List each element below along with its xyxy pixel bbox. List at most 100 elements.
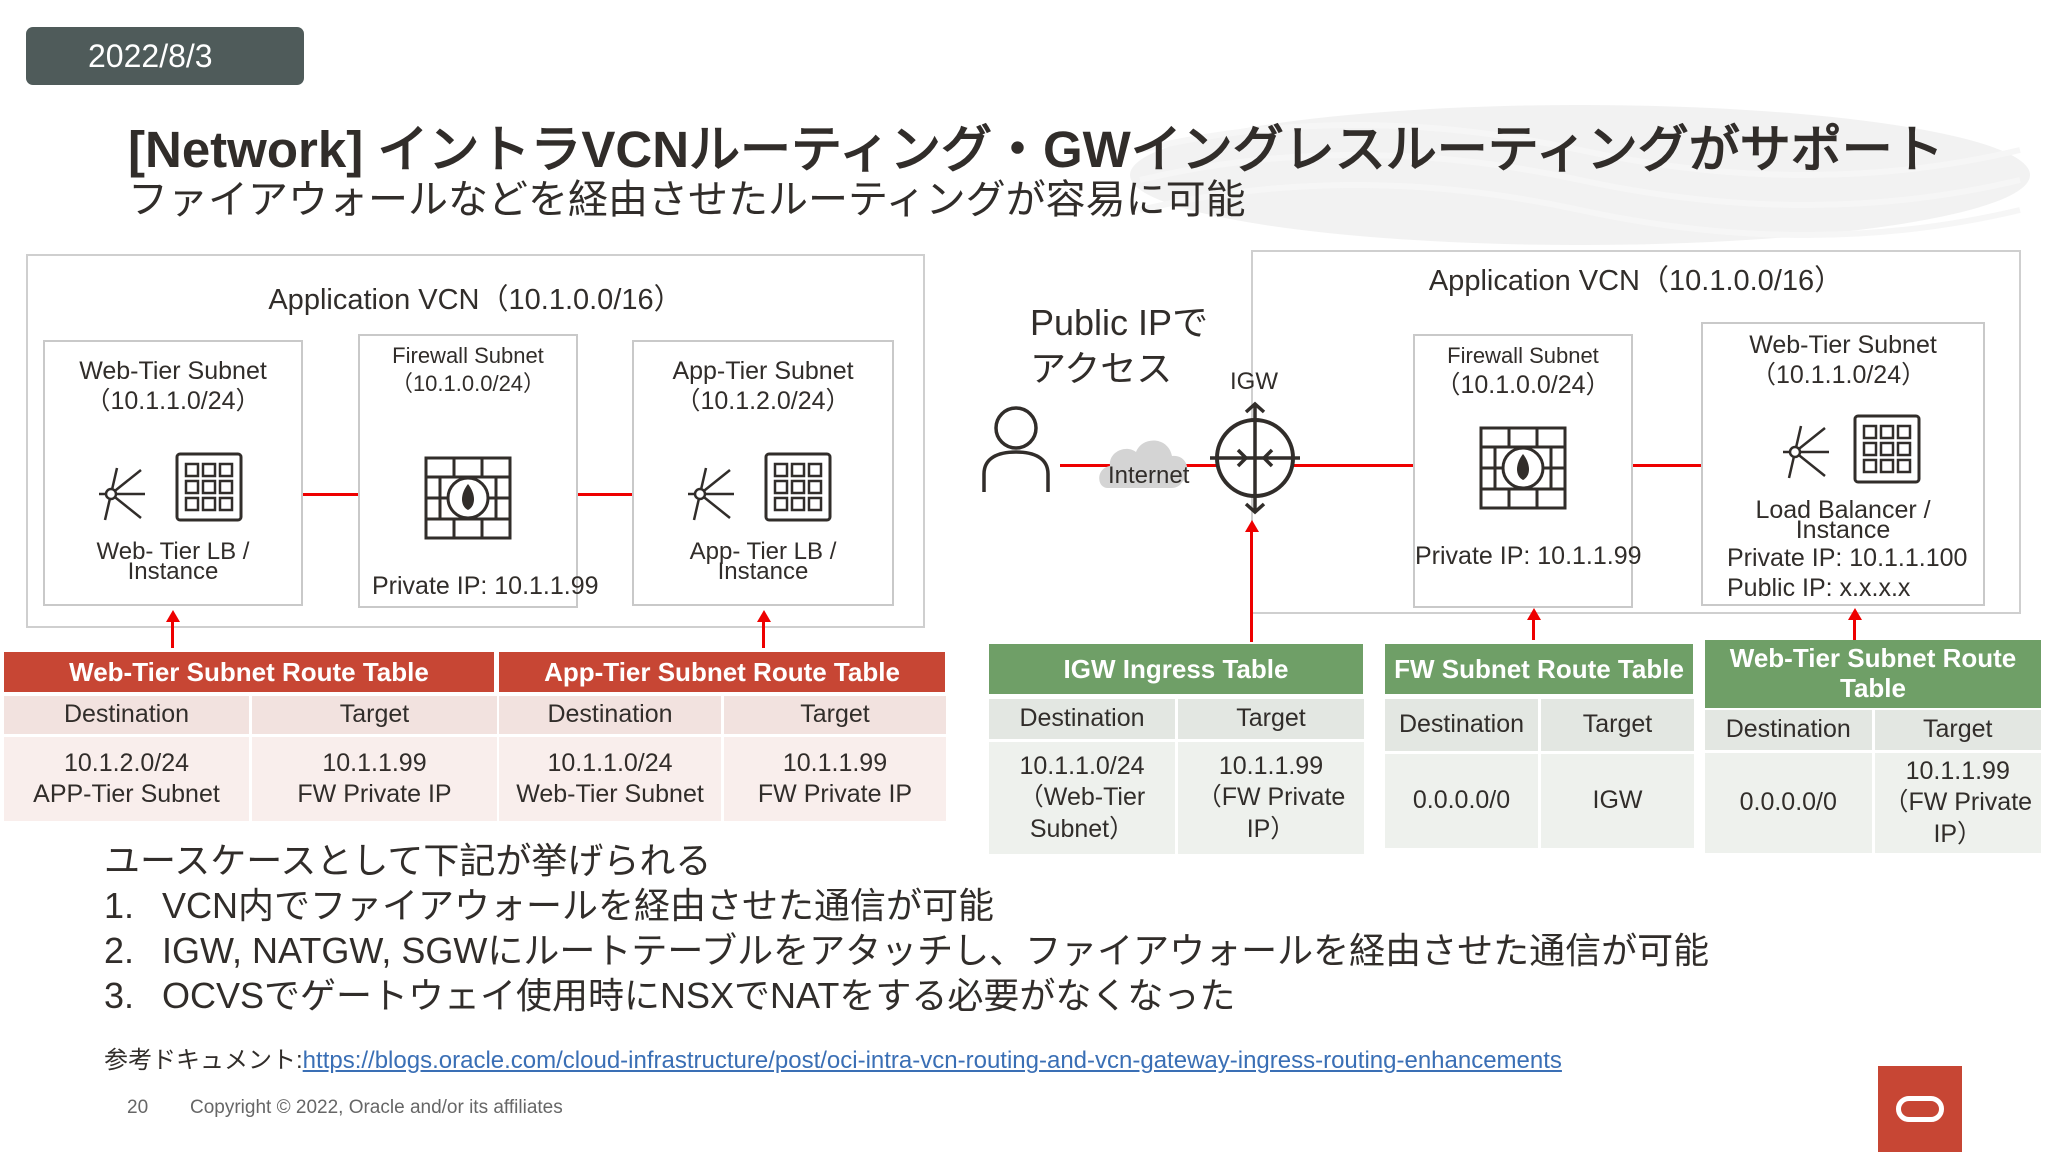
web-right-route-arrow-line	[1853, 618, 1856, 640]
web-right-route-table: Destination Target 0.0.0.0/0 10.1.1.99（F…	[1702, 707, 2044, 856]
page-number: 20	[127, 1097, 149, 1118]
subnet-resource-label-2: Instance	[717, 558, 809, 585]
subnet-resource-label: Load Balancer /	[1755, 496, 1931, 524]
fw-route-arrow-head	[1527, 608, 1541, 620]
list-item-text: VCN内でファイアウォールを経由させた通信が可能	[162, 885, 995, 926]
load-balancer-icon	[1783, 425, 1829, 479]
web-right-route-arrow-head	[1848, 608, 1862, 620]
usecases-intro: ユースケースとして下記が挙げられる	[104, 840, 712, 881]
subnet-resource-label-2: Instance	[1795, 516, 1891, 544]
col-header-target: Target	[1874, 710, 2041, 750]
subnet-cidr: （10.1.1.0/24）	[1751, 361, 1927, 389]
usecases-list: ユースケースとして下記が挙げられる 1. VCN内でファイアウォールを経由させた通…	[104, 838, 1709, 1018]
subnet-title: Web-Tier Subnet	[1749, 331, 1937, 359]
fw-route-table: Destination Target 0.0.0.0/0 IGW	[1382, 696, 1697, 851]
list-item: 1. VCN内でファイアウォールを経由させた通信が可能	[104, 883, 1709, 928]
decorative-pattern	[1130, 105, 2030, 245]
subnet-cidr: （10.1.0.0/24）	[390, 371, 546, 396]
list-item: 3.OCVSでゲートウェイ使用時にNSXでNATをする必要がなくなった	[104, 973, 1709, 1018]
reference-label: 参考ドキュメント:	[104, 1047, 303, 1074]
cell-target: 10.1.1.99 FW Private IP	[724, 737, 946, 821]
fw-route-table-title: FW Subnet Route Table	[1385, 644, 1693, 694]
cell-line: 10.1.1.0/24	[1019, 752, 1145, 781]
list-item-text: OCVSでゲートウェイ使用時にNSXでNATをする必要がなくなった	[162, 975, 1236, 1016]
cell-line: （Web-Tier	[1018, 783, 1146, 812]
subnet-title: Firewall Subnet	[392, 343, 544, 368]
copyright: Copyright © 2022, Oracle and/or its affi…	[190, 1097, 563, 1118]
cell-destination: 0.0.0.0/0	[1705, 753, 1872, 853]
firewall-icon	[424, 456, 512, 540]
page-subtitle: ファイアウォールなどを経由させたルーティングが容易に可能	[128, 178, 1246, 222]
public-ip-access-text: Public IPで アクセス	[1030, 300, 1208, 392]
col-header-destination: Destination	[4, 696, 249, 734]
col-header-target: Target	[1541, 699, 1694, 751]
server-icon	[1853, 414, 1921, 484]
subnet-cidr: （10.1.2.0/24）	[675, 387, 851, 415]
load-balancer-icon	[99, 467, 145, 521]
cell-target: 10.1.1.99 FW Private IP	[252, 737, 497, 821]
firewall-icon	[1479, 426, 1567, 510]
app-route-table-title: App-Tier Subnet Route Table	[499, 652, 945, 692]
col-header-destination: Destination	[989, 699, 1175, 739]
public-ip-access-line1: Public IPで	[1030, 302, 1209, 343]
app-route-arrow-line	[762, 620, 765, 648]
col-header-destination: Destination	[1705, 710, 1872, 750]
cell-line: IP）	[1933, 819, 1983, 848]
web-right-route-table-title-line1: Web-Tier Subnet Route	[1729, 643, 2017, 673]
load-balancer-icon	[688, 467, 734, 521]
cell-line: Subnet）	[1029, 814, 1135, 843]
right-web-subnet: Web-Tier Subnet （10.1.1.0/24） Load Balan…	[1701, 322, 1985, 606]
list-item-number: 1.	[104, 885, 135, 926]
left-app-subnet: App-Tier Subnet （10.1.2.0/24） App- Tier …	[632, 340, 894, 606]
subnet-title: Firewall Subnet	[1447, 343, 1599, 368]
left-fw-subnet: Firewall Subnet （10.1.0.0/24） Private IP…	[358, 334, 599, 608]
oracle-logo-icon	[1878, 1066, 1962, 1152]
private-ip-label: Private IP: 10.1.1.100	[1727, 544, 1968, 572]
cloud-icon	[1099, 440, 1188, 488]
public-ip-access-line2: アクセス	[1030, 348, 1173, 389]
internet-gateway-icon	[1210, 401, 1300, 515]
igw-ingress-arrow-head	[1245, 520, 1259, 532]
list-item-text: IGW, NATGW, SGWにルートテーブルをアタッチし、ファイアウォールを経…	[162, 930, 1710, 971]
right-vcn-title: Application VCN（10.1.0.0/16）	[1428, 265, 1844, 297]
private-ip-label: Private IP: 10.1.1.99	[1415, 542, 1642, 570]
table-row: 0.0.0.0/0 IGW	[1385, 754, 1694, 848]
igw-label: IGW	[1230, 368, 1278, 395]
subnet-cidr: （10.1.1.0/24）	[85, 387, 261, 415]
subnet-title: App-Tier Subnet	[672, 357, 854, 385]
fw-route-arrow-line	[1532, 618, 1535, 640]
col-header-target: Target	[252, 696, 497, 734]
cell-line: FW Private IP	[757, 780, 913, 808]
subnet-resource-label-2: Instance	[127, 558, 219, 585]
igw-ingress-table-title: IGW Ingress Table	[989, 644, 1363, 694]
server-icon	[764, 452, 832, 522]
col-header-destination: Destination	[499, 696, 721, 734]
reference-link[interactable]: https://blogs.oracle.com/cloud-infrastru…	[302, 1047, 1562, 1074]
cell-line: 10.1.1.99	[322, 748, 427, 777]
col-header-target: Target	[1178, 699, 1364, 739]
left-web-subnet: Web-Tier Subnet （10.1.1.0/24） Web- Tier …	[43, 340, 303, 606]
subnet-title: Web-Tier Subnet	[79, 357, 267, 385]
user-icon	[982, 406, 1050, 492]
app-route-arrow-head	[757, 610, 771, 622]
web-right-route-table-title: Web-Tier Subnet Route Table	[1705, 640, 2041, 708]
web-route-arrow-head	[166, 610, 180, 622]
cell-line: 10.1.1.99	[782, 748, 888, 777]
cell-line: 10.1.1.99	[1905, 757, 2010, 786]
col-header-destination: Destination	[1385, 699, 1538, 751]
right-fw-subnet: Firewall Subnet （10.1.0.0/24） Private IP…	[1413, 334, 1642, 608]
cell-line: 10.1.2.0/24	[63, 748, 190, 777]
reference-line: 参考ドキュメント:https://blogs.oracle.com/cloud-…	[104, 1040, 1562, 1075]
cell-destination: 0.0.0.0/0	[1385, 754, 1538, 848]
list-item: 2.IGW, NATGW, SGWにルートテーブルをアタッチし、ファイアウォール…	[104, 928, 1709, 973]
page-title: [Network] イントラVCNルーティング・GWイングレスルーティングがサポ…	[128, 121, 1944, 178]
col-header-target: Target	[724, 696, 946, 734]
cell-line: FW Private IP	[297, 780, 452, 808]
